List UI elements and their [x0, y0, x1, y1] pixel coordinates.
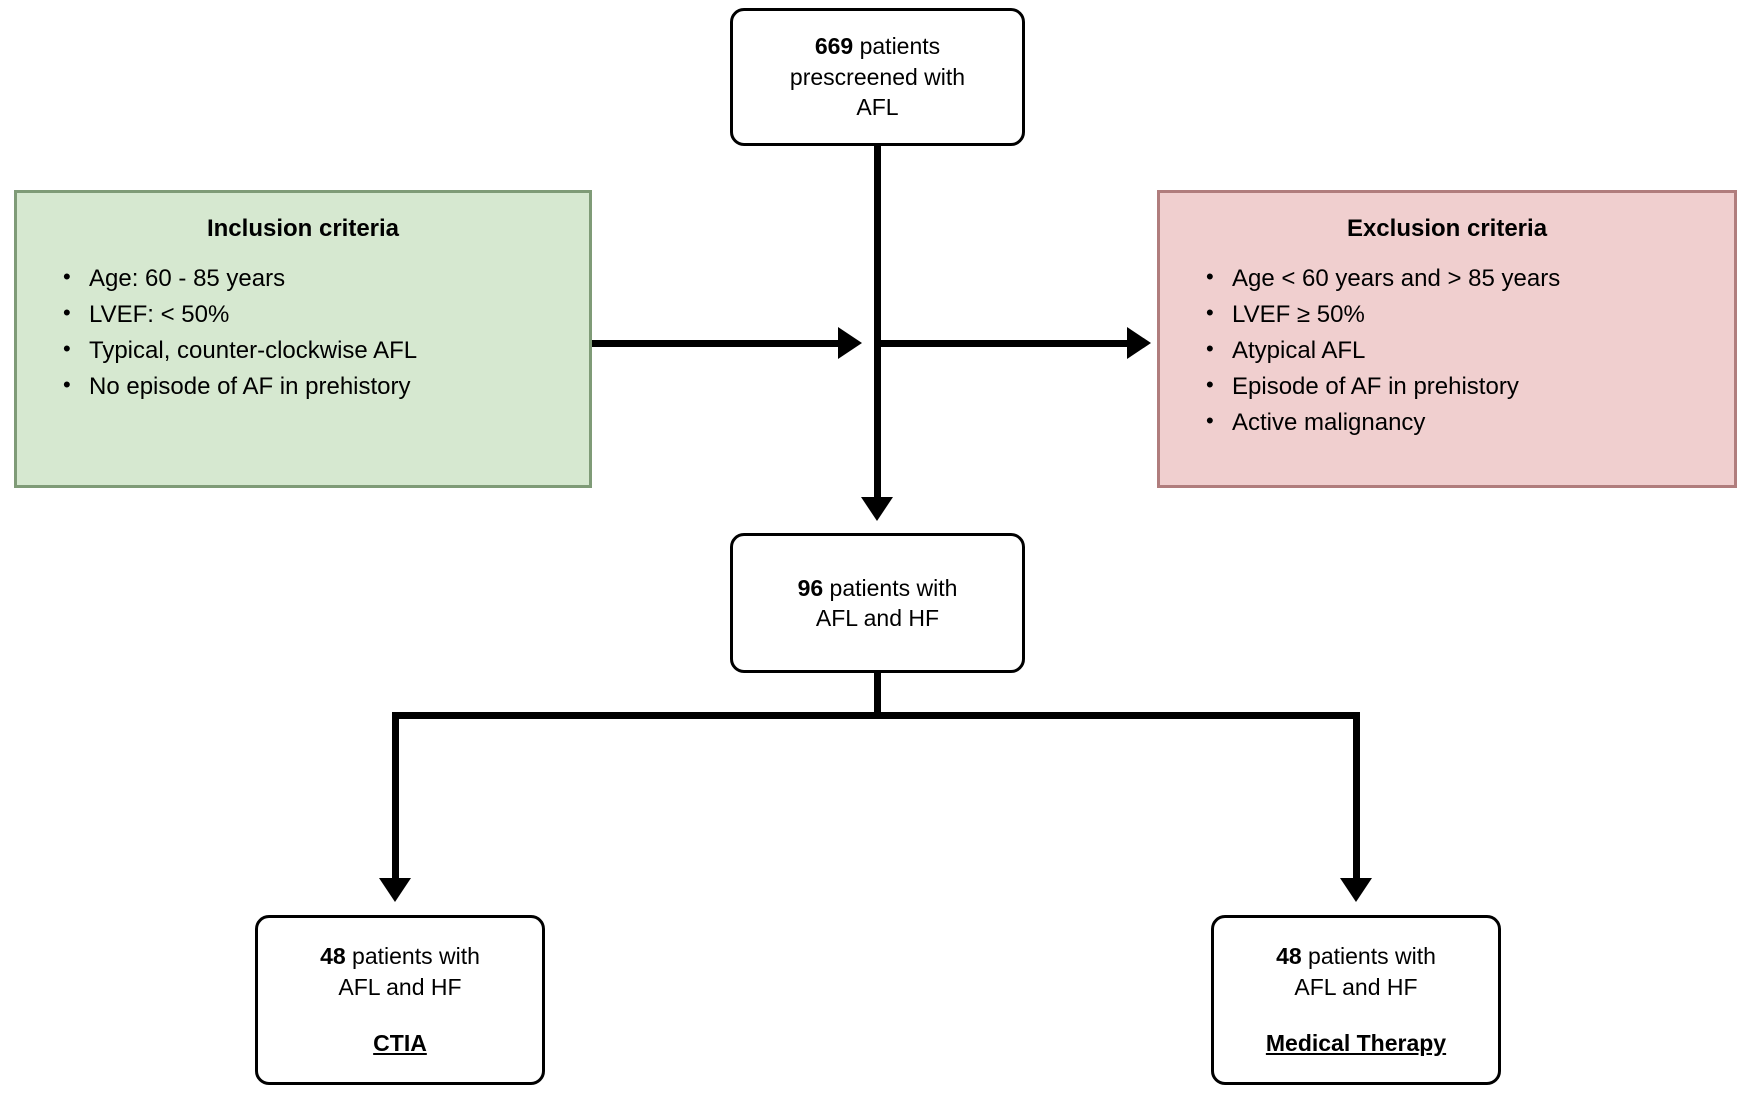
node-arm-ctia-line2: AFL and HF	[338, 973, 462, 1000]
exclusion-title: Exclusion criteria	[1346, 215, 1548, 242]
arrow-down-right-arm	[1340, 878, 1372, 902]
node-eligible-line1: 96 patients with	[797, 574, 958, 601]
list-item: Typical, counter-clockwise AFL	[63, 332, 579, 369]
node-prescreened-line1: 669 patients	[814, 33, 941, 60]
node-prescreened-line3: AFL	[856, 94, 899, 121]
node-eligible: 96 patients with AFL and HF	[730, 533, 1025, 673]
connector-spine-to-exclusion	[881, 340, 1129, 347]
list-item: LVEF ≥ 50%	[1206, 296, 1724, 333]
arrow-right-from-inclusion	[838, 327, 862, 359]
list-item: Age < 60 years and > 85 years	[1206, 260, 1724, 297]
node-eligible-line2: AFL and HF	[815, 605, 940, 631]
connector-split-horizontal	[392, 712, 1360, 719]
connector-eligible-down	[874, 673, 881, 715]
panel-inclusion-criteria: Inclusion criteria Age: 60 - 85 years LV…	[14, 190, 592, 488]
list-item: Atypical AFL	[1206, 332, 1724, 369]
node-arm-medical-therapy: 48 patients with AFL and HF Medical Ther…	[1211, 915, 1501, 1085]
list-item: No episode of AF in prehistory	[63, 368, 579, 405]
node-arm-medical-line2: AFL and HF	[1294, 973, 1418, 1000]
connector-left-arm-down	[392, 712, 399, 886]
connector-right-arm-down	[1353, 712, 1360, 886]
exclusion-list: Age < 60 years and > 85 years LVEF ≥ 50%…	[1170, 260, 1724, 441]
arrow-down-to-eligible	[861, 497, 893, 521]
inclusion-title: Inclusion criteria	[206, 215, 400, 242]
node-arm-ctia-label: CTIA	[373, 1030, 427, 1057]
list-item: Episode of AF in prehistory	[1206, 368, 1724, 405]
list-item: LVEF: < 50%	[63, 296, 579, 333]
list-item: Age: 60 - 85 years	[63, 260, 579, 297]
node-prescreened-line2: prescreened with	[789, 63, 966, 90]
node-prescreened: 669 patients prescreened with AFL	[730, 8, 1025, 146]
node-arm-medical-label: Medical Therapy	[1265, 1030, 1447, 1057]
list-item: Active malignancy	[1206, 404, 1724, 441]
node-arm-ctia-line1: 48 patients with	[320, 943, 480, 970]
panel-exclusion-criteria: Exclusion criteria Age < 60 years and > …	[1157, 190, 1737, 488]
node-arm-medical-line1: 48 patients with	[1276, 943, 1436, 970]
inclusion-list: Age: 60 - 85 years LVEF: < 50% Typical, …	[27, 260, 579, 405]
arrow-down-left-arm	[379, 878, 411, 902]
connector-prescreened-to-eligible	[874, 146, 881, 505]
arrow-right-to-exclusion	[1127, 327, 1151, 359]
connector-inclusion-to-spine	[592, 340, 840, 347]
node-arm-ctia: 48 patients with AFL and HF CTIA	[255, 915, 545, 1085]
